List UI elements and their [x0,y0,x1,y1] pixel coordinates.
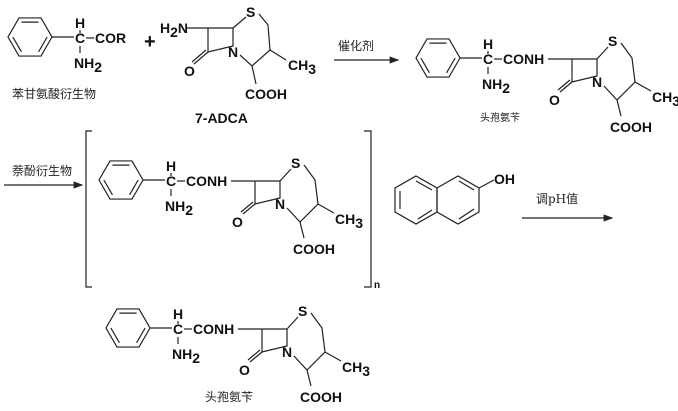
beta-lactam-ring [207,27,234,53]
amide-group: CONH [186,173,227,189]
naphthalene-ring-left [394,175,438,225]
product1-name: 头孢氨苄 [480,111,520,124]
alpha-carbon: C [173,321,183,337]
carbonyl-bond [193,51,209,65]
double-bond [446,57,456,74]
sulfur: S [608,33,617,49]
thiazine-ring [603,42,636,101]
nitrogen: N [592,74,602,90]
ph-adjust-label: 调pH值 [536,191,578,206]
catalyst-label: 催化剂 [338,38,374,53]
right-bracket [364,130,372,288]
amino-group: NH2 [74,55,102,75]
amine-h: H2N [160,20,188,40]
double-bond [136,327,146,344]
carboxyl: COOH [245,86,287,102]
amide-group: CONH [503,51,544,67]
double-bond [129,179,139,196]
benzene-ring [98,160,144,200]
sulfur: S [298,303,307,319]
alpha-hydrogen: H [75,15,85,31]
plus-sign: + [144,31,156,53]
double-bond [38,36,48,53]
methyl: CH3 [342,359,370,379]
7-adca-structure: H2N O N S CH3 COOH [160,4,316,102]
amino-group: NH2 [165,198,193,218]
thiazine-ring [286,164,319,223]
benzene-ring [415,38,461,78]
amide-group: CONH [193,321,234,337]
oxygen: O [239,362,250,378]
amino-group: NH2 [172,346,200,366]
carboxyl: COOH [293,241,335,257]
bond [232,16,247,29]
alpha-carbon: C [483,51,493,67]
hydroxyl-bond [478,179,495,189]
sulfur: S [291,155,300,171]
beta-lactam-ring [261,328,288,353]
amino-group: NH2 [482,76,510,96]
methyl: CH3 [335,211,363,231]
beta-lactam-ring [254,180,281,205]
alpha-carbon: C [166,173,176,189]
reactant1-name: 苯甘氨酸衍生物 [12,86,96,101]
ester-group: COR [95,30,126,46]
2-naphthol-structure: OH [394,171,515,225]
methyl: CH3 [652,89,678,109]
benzene-ring [7,17,53,57]
oxygen: O [184,63,195,79]
beta-lactam-ring [571,58,598,83]
thiazine-ring [239,13,271,67]
phenylglycine-derivative: HC COR NH2 [7,15,126,75]
nitrogen: N [228,44,238,60]
thiazine-ring [293,312,326,371]
nitrogen: N [275,196,285,212]
sulfur: S [246,4,255,20]
product2-name: 头孢氨苄 [205,390,253,404]
alpha-hydrogen: H [483,36,493,52]
methyl: CH3 [288,57,316,77]
benzene-ring [105,308,151,348]
bond [269,49,287,61]
reactant2-name: 7-ADCA [195,110,248,126]
alpha-hydrogen: H [173,306,183,322]
repeat-subscript: n [374,280,380,291]
alpha-hydrogen: H [166,158,176,174]
double-bond [103,179,113,196]
double-bond [420,57,430,74]
naphthol-derivative-label: 萘酚衍生物 [12,164,72,178]
carbonyl-bond [191,49,207,63]
carboxyl: COOH [610,119,652,135]
bond [251,65,257,85]
left-bracket [85,130,92,288]
oxygen: O [549,92,560,108]
hydroxyl: OH [494,171,515,187]
double-bond [12,36,22,53]
carboxyl: COOH [300,389,342,405]
oxygen: O [232,214,243,230]
alpha-carbon: C [75,30,85,46]
double-bond [110,327,120,344]
naphthalene-ring-right [436,175,480,225]
nitrogen: N [282,344,292,360]
